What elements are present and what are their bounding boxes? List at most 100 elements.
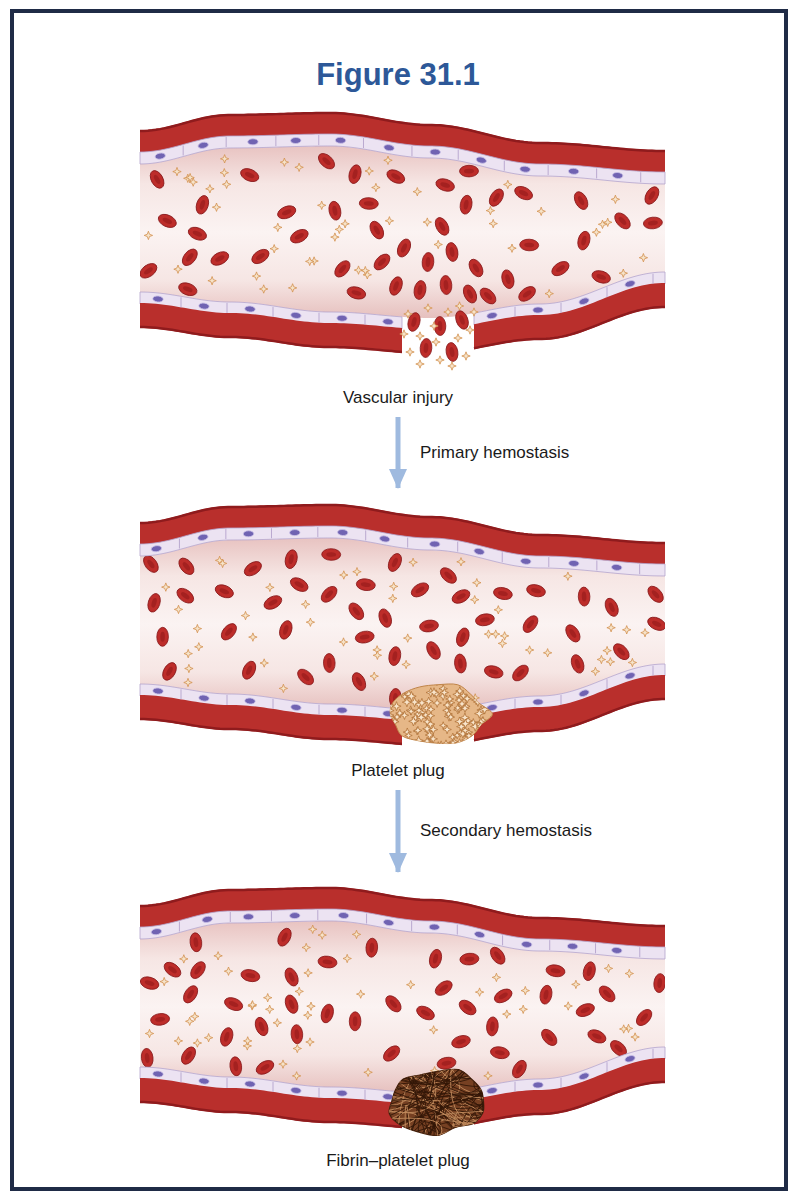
endothelial-cell-border: [407, 538, 408, 548]
red-blood-cell-center: [464, 956, 474, 961]
endothelial-cell-border: [457, 542, 458, 552]
red-blood-cell-body: [477, 285, 499, 307]
platelet: [454, 334, 462, 342]
fibrin-strand: [390, 1083, 487, 1116]
platelet: [503, 1010, 511, 1018]
platelet: [340, 571, 348, 579]
red-blood-cell: [586, 1027, 608, 1045]
red-blood-cell: [283, 549, 299, 570]
red-blood-cell: [433, 978, 455, 998]
platelet: [604, 964, 612, 972]
red-blood-cell-body: [633, 1007, 654, 1029]
platelet: [620, 1025, 628, 1033]
red-blood-cell: [157, 627, 169, 646]
platelet: [222, 180, 230, 188]
red-blood-cell-center: [160, 632, 165, 642]
platelet: [365, 167, 373, 175]
platelet: [406, 348, 414, 356]
platelet: [484, 1072, 492, 1080]
red-blood-cell: [189, 932, 203, 952]
red-blood-cell: [510, 1058, 530, 1080]
endothelial-cell-border: [607, 287, 608, 297]
fibrin-strand: [462, 1097, 493, 1113]
red-blood-cell-body: [646, 615, 668, 633]
red-blood-cell-center: [223, 1031, 230, 1042]
platelet: [462, 352, 470, 360]
red-blood-cell-center: [258, 1021, 266, 1032]
red-blood-cell-body: [377, 607, 394, 629]
blood-vessel: [139, 887, 667, 1136]
red-blood-cell-body: [367, 219, 386, 241]
platelet: [295, 987, 303, 995]
red-blood-cell: [483, 664, 504, 680]
endothelial-cell-border: [181, 297, 182, 307]
platelet: [409, 739, 416, 746]
red-blood-cell-center: [582, 592, 587, 602]
endothelial-cell-border: [639, 564, 640, 574]
red-blood-cell: [275, 926, 294, 948]
platelet: [392, 702, 401, 711]
red-blood-cell-body: [510, 662, 532, 684]
red-blood-cell-body: [350, 671, 369, 693]
platelet: [482, 735, 491, 744]
red-blood-cell-center: [324, 589, 334, 599]
platelet: [449, 739, 456, 746]
platelet: [498, 639, 506, 647]
red-blood-cell-center: [199, 199, 206, 210]
platelet: [461, 719, 470, 728]
platelet: [467, 741, 475, 749]
platelet: [424, 304, 432, 312]
vessel-wall: [474, 283, 665, 349]
red-blood-cell-body: [254, 1058, 276, 1077]
red-blood-cell: [459, 952, 479, 965]
endothelial-nucleus: [533, 1082, 543, 1088]
red-blood-cell-center: [458, 315, 466, 326]
platelet: [417, 698, 426, 707]
platelet: [429, 1026, 437, 1034]
red-blood-cell-center: [432, 953, 439, 964]
platelet: [301, 600, 309, 608]
red-blood-cell-body: [290, 1024, 303, 1044]
endothelial-nucleus: [568, 168, 579, 175]
endothelial-nucleus: [486, 1087, 497, 1095]
platelet: [470, 675, 477, 682]
red-blood-cell: [439, 275, 452, 295]
red-blood-cell-body: [276, 203, 298, 221]
red-blood-cell-center: [353, 1016, 358, 1026]
red-blood-cell-center: [555, 264, 566, 273]
platelet: [487, 727, 494, 734]
endothelial-cell-border: [275, 136, 276, 146]
platelet: [628, 658, 636, 666]
red-blood-cell: [381, 1043, 403, 1064]
platelet: [306, 257, 314, 265]
red-blood-cell-center: [324, 1008, 331, 1019]
endothelial-cell-border: [230, 912, 231, 922]
red-blood-cell: [377, 607, 394, 629]
red-blood-cell-body: [288, 227, 310, 246]
red-blood-cell-center: [518, 189, 529, 198]
red-blood-cell-center: [228, 1000, 239, 1008]
red-blood-cell-body: [414, 1003, 436, 1022]
platelet: [427, 705, 435, 713]
red-blood-cell-center: [155, 1016, 166, 1022]
endothelial-cell-border: [365, 707, 366, 717]
red-blood-cell: [477, 285, 499, 307]
platelet: [292, 1072, 300, 1080]
red-blood-cell-body: [434, 177, 456, 194]
platelet: [249, 633, 257, 641]
red-blood-cell: [288, 227, 310, 246]
red-blood-cell: [322, 549, 341, 561]
red-blood-cell-center: [456, 592, 467, 601]
platelet: [426, 742, 434, 750]
platelet: [407, 691, 417, 701]
fibrin-strand: [384, 1096, 413, 1111]
red-blood-cell-body: [150, 1012, 170, 1026]
red-blood-cell: [486, 186, 506, 208]
red-blood-cell-center: [463, 199, 469, 210]
endothelial-nucleus: [248, 139, 259, 145]
red-blood-cell-body: [139, 975, 161, 992]
red-blood-cell: [549, 259, 571, 279]
red-blood-cell-center: [288, 554, 295, 565]
red-blood-cell-center: [483, 291, 493, 301]
platelet: [173, 167, 181, 175]
